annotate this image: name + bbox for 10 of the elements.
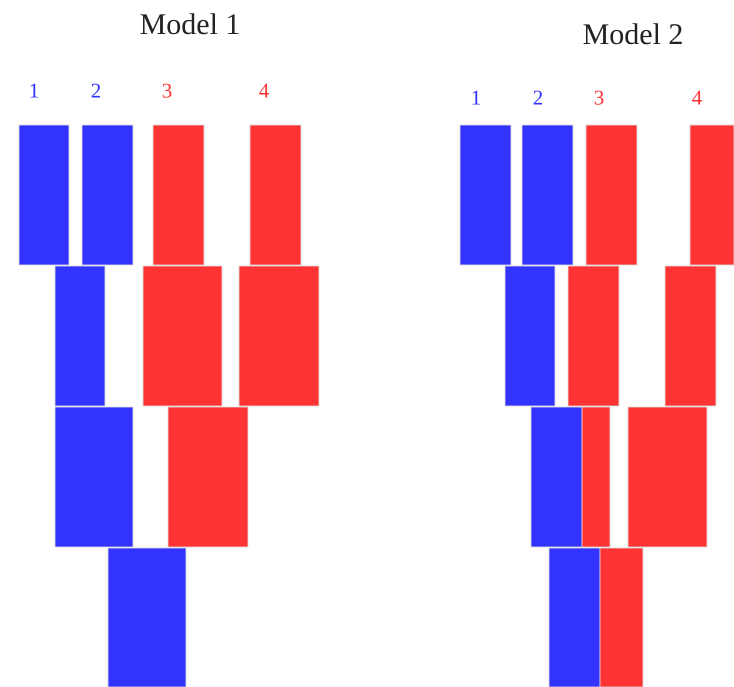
column-number: 4 (692, 88, 702, 108)
column-number: 3 (594, 88, 604, 108)
column-number: 3 (162, 80, 172, 102)
column-number: 2 (90, 80, 102, 102)
column-number: 1 (28, 80, 40, 102)
model-title: Model 2 (582, 20, 684, 50)
column-number: 4 (258, 80, 270, 102)
model-title: Model 1 (140, 10, 240, 40)
column-number: 1 (470, 88, 482, 108)
column-number: 2 (532, 88, 544, 108)
